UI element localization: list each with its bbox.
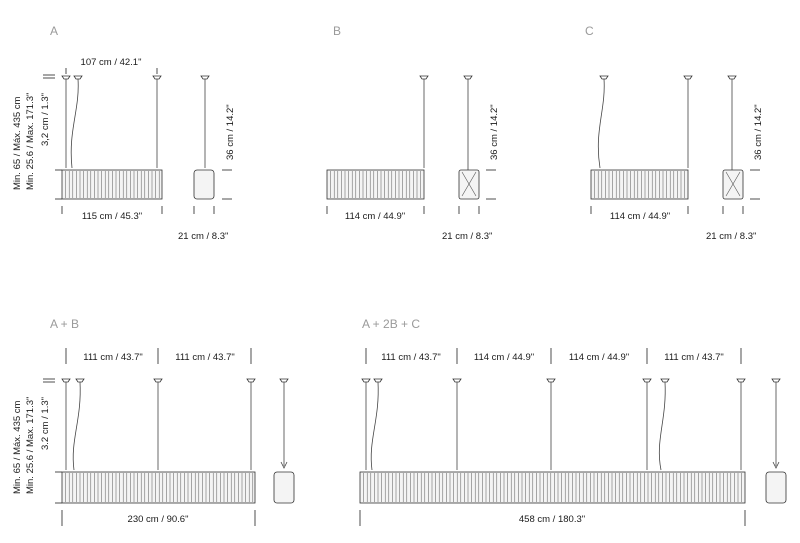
dim-a-shade-height: 3,2 cm / 1.3" bbox=[40, 93, 51, 146]
dim-c-side-height: 36 cm / 14.2" bbox=[753, 104, 764, 160]
model-a2bc-side-view bbox=[765, 378, 787, 504]
dim-ab-bottom-width: 230 cm / 90.6" bbox=[128, 514, 189, 525]
section-label-a-plus-b: A + B bbox=[50, 317, 79, 331]
model-a-front-view: 107 cm / 42.1" 115 cm / 45.3" bbox=[43, 57, 163, 222]
model-ab-side-view bbox=[273, 378, 295, 504]
section-label-c: C bbox=[585, 24, 594, 38]
dim-c-depth: 21 cm / 8.3" bbox=[706, 231, 756, 242]
dim-a2bc-top-4: 111 cm / 43.7" bbox=[664, 352, 724, 363]
dim-a-depth: 21 cm / 8.3" bbox=[178, 231, 228, 242]
dim-b-depth: 21 cm / 8.3" bbox=[442, 231, 492, 242]
section-label-a: A bbox=[50, 24, 58, 38]
model-ab-front-view: 111 cm / 43.7" 111 cm / 43.7" 230 cm / 9… bbox=[43, 348, 256, 526]
dim-a2bc-top-2: 114 cm / 44.9" bbox=[474, 352, 534, 363]
dim-a-height-range: Min. 65 / Máx. 435 cm bbox=[12, 96, 23, 190]
dim-a-bottom-width: 115 cm / 45.3" bbox=[82, 211, 142, 222]
dim-a2bc-top-3: 114 cm / 44.9" bbox=[569, 352, 629, 363]
dim-a-top-width: 107 cm / 42.1" bbox=[81, 57, 142, 68]
dim-a2bc-bottom-width: 458 cm / 180.3" bbox=[519, 514, 585, 525]
dim-c-bottom-width: 114 cm / 44.9" bbox=[610, 211, 670, 222]
model-b-front-view: 114 cm / 44.9" bbox=[326, 75, 429, 222]
model-c-side-view: 21 cm / 8.3" bbox=[706, 75, 760, 242]
section-label-a-plus-2b-plus-c: A + 2B + C bbox=[362, 317, 420, 331]
dim-a-height-range-in: Min. 25.6 / Max. 171.3" bbox=[25, 93, 36, 190]
dim-ab-height-range-in: Min. 25.6 / Max. 171.3" bbox=[25, 397, 36, 494]
dim-a-side-height: 36 cm / 14.2" bbox=[225, 104, 236, 160]
section-label-b: B bbox=[333, 24, 341, 38]
dim-ab-shade-height: 3.2 cm / 1.3" bbox=[40, 397, 51, 450]
model-a2bc-front-view: 111 cm / 43.7" 114 cm / 44.9" 114 cm / 4… bbox=[359, 348, 746, 526]
dim-b-side-height: 36 cm / 14.2" bbox=[489, 104, 500, 160]
model-a-side-view: 21 cm / 8.3" bbox=[178, 75, 232, 242]
dim-a2bc-top-1: 111 cm / 43.7" bbox=[381, 352, 441, 363]
dim-ab-top-1: 111 cm / 43.7" bbox=[83, 352, 143, 363]
dim-ab-height-range: Min. 65 / Máx. 435 cm bbox=[12, 400, 23, 494]
dim-ab-top-2: 111 cm / 43.7" bbox=[175, 352, 235, 363]
dim-b-bottom-width: 114 cm / 44.9" bbox=[345, 211, 405, 222]
model-b-side-view: 21 cm / 8.3" bbox=[442, 75, 496, 242]
model-c-front-view: 114 cm / 44.9" bbox=[590, 75, 693, 222]
